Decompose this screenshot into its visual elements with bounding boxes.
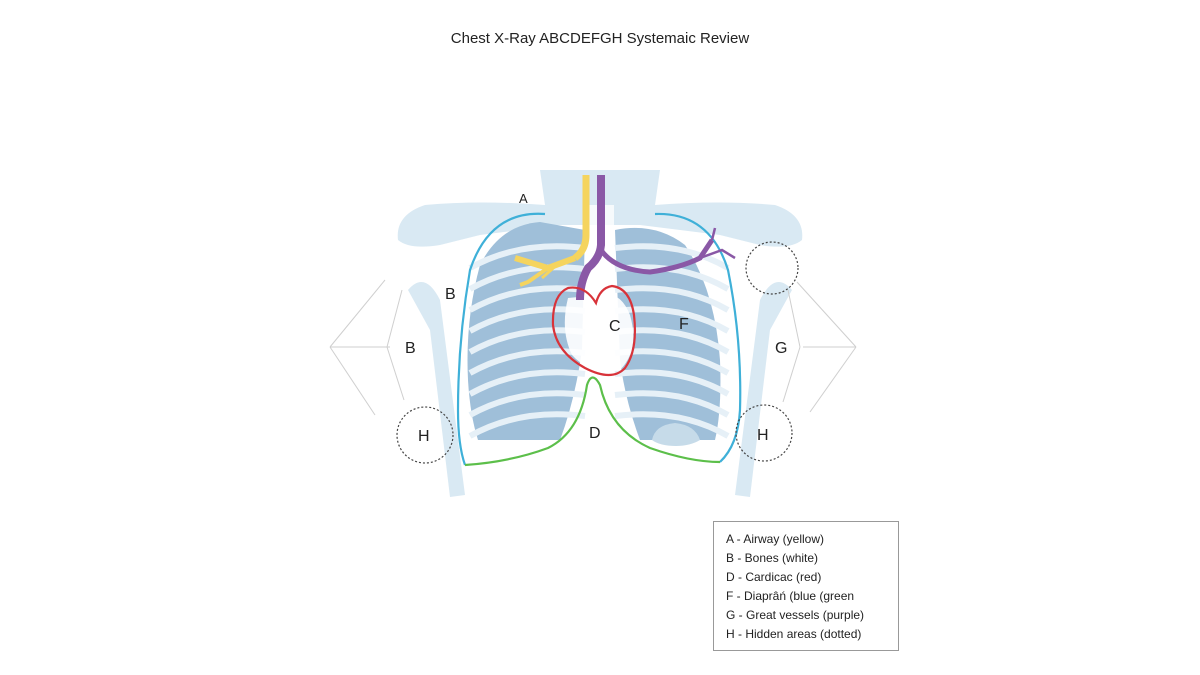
pointer-right-inner-down bbox=[782, 346, 801, 403]
pointer-right-up bbox=[796, 281, 857, 348]
legend-box: A - Airway (yellow) B - Bones (white) D … bbox=[713, 521, 899, 651]
rib bbox=[468, 390, 586, 418]
right-bronchus-branch-2 bbox=[541, 260, 561, 280]
rib bbox=[614, 411, 730, 439]
legend-item: H - Hidden areas (dotted) bbox=[726, 627, 862, 641]
legend-item: G - Great vessels (purple) bbox=[726, 608, 865, 622]
hidden-area-right bbox=[735, 404, 793, 462]
rib bbox=[614, 369, 730, 397]
pointer-left-up bbox=[329, 279, 386, 348]
gastric-bubble bbox=[652, 423, 700, 446]
page-title: Chest X-Ray ABCDEFGH Systemaic Review bbox=[450, 30, 750, 47]
trachea bbox=[572, 175, 590, 261]
vessel-branch-2 bbox=[710, 227, 717, 241]
vessel-branch-1 bbox=[699, 248, 736, 260]
pointer-left-down bbox=[329, 346, 376, 416]
rib bbox=[468, 411, 586, 439]
rib bbox=[614, 390, 730, 418]
hidden-area-upper bbox=[745, 241, 799, 295]
right-humerus-bone bbox=[408, 282, 465, 497]
label-bones-inner: B bbox=[445, 286, 456, 303]
rib bbox=[468, 369, 586, 397]
label-hidden-right: H bbox=[757, 427, 769, 444]
label-cardiac: C bbox=[609, 318, 621, 335]
pointer-right-down bbox=[809, 346, 857, 413]
rib bbox=[614, 306, 730, 334]
legend-item: A - Airway (yellow) bbox=[726, 532, 825, 546]
rib bbox=[468, 285, 586, 313]
rib bbox=[468, 264, 586, 292]
left-humerus-bone bbox=[735, 282, 792, 497]
label-diaphragm: D bbox=[589, 425, 601, 442]
heart-fill bbox=[564, 294, 634, 371]
label-airway: A bbox=[519, 191, 528, 206]
label-great-vessels: G bbox=[775, 340, 787, 357]
hidden-area-left bbox=[396, 406, 454, 464]
right-bronchus-branch bbox=[519, 266, 550, 287]
cardiac-outline bbox=[551, 284, 637, 377]
label-bones-outer: B bbox=[405, 340, 416, 357]
rib bbox=[468, 243, 586, 271]
right-lung-outline bbox=[456, 212, 546, 466]
pointer-left-inner-up bbox=[386, 289, 403, 348]
rib bbox=[614, 243, 730, 271]
rib bbox=[614, 285, 730, 313]
pointer-right-inner-up bbox=[787, 289, 801, 348]
pointer-lines bbox=[329, 279, 857, 416]
hidden-areas bbox=[396, 241, 799, 464]
legend-item: F - Diaprâń (blue (green bbox=[726, 589, 855, 603]
label-fields: F bbox=[679, 316, 689, 333]
label-hidden-left: H bbox=[418, 428, 430, 445]
ribs bbox=[468, 243, 730, 439]
legend-item: B - Bones (white) bbox=[726, 551, 819, 565]
pulmonary-artery-left bbox=[598, 238, 715, 275]
pointer-left-inner-down bbox=[386, 346, 405, 401]
diaphragm-outline bbox=[464, 376, 721, 467]
airway bbox=[514, 175, 590, 287]
legend-item: D - Cardicac (red) bbox=[726, 570, 822, 584]
